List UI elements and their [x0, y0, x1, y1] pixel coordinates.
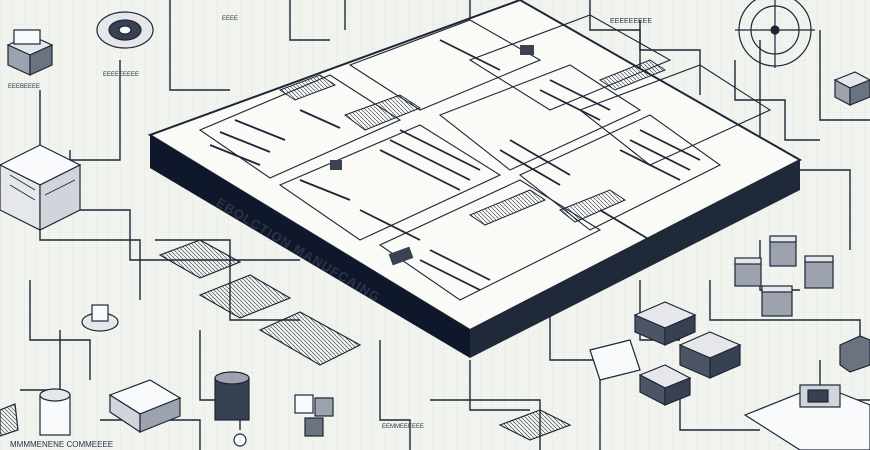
grid-module-icon — [498, 409, 572, 441]
small-server-icon-2 — [769, 235, 797, 267]
sensor-icon — [81, 304, 119, 332]
small-server-icon-4 — [761, 285, 793, 317]
floor-front-face — [150, 135, 470, 358]
enclosure-icon — [0, 144, 82, 231]
diagram-labels: EEEBEEEE EEEEEEEEE EEEE EEEEEEEEE MMMMEN… — [8, 16, 652, 449]
column-icon — [39, 388, 71, 436]
label-top-left: EEEBEEEE — [8, 84, 40, 90]
label-top-center: EEEE — [222, 16, 238, 22]
factory-floor — [147, 0, 803, 358]
cube-cluster-icon — [294, 394, 334, 437]
small-server-icon-3 — [804, 255, 834, 289]
machine-block-icon-3 — [638, 364, 692, 406]
machine-block-icon-2 — [678, 331, 742, 379]
server-rack-icon — [833, 71, 870, 106]
floor-side-face — [470, 160, 800, 358]
label-bottom-center: EEMMEEEEEE — [382, 424, 424, 430]
label-bottom-left: MMMMENENE COMMEEEE — [10, 440, 113, 449]
panel-icon-3 — [258, 311, 362, 366]
cylinder-stack-icon — [214, 371, 250, 447]
gauge-icon — [735, 0, 815, 68]
small-server-icon-1 — [734, 257, 762, 287]
workstation-icon — [6, 29, 54, 76]
label-top-right: EEEEEEEEE — [610, 18, 652, 25]
drawer-unit-icon — [108, 379, 182, 434]
server-rack-icon-2 — [839, 335, 870, 373]
rotary-machine-icon — [96, 11, 154, 49]
label-top-center-left: EEEEEEEEE — [103, 72, 139, 78]
panel-icon-1 — [158, 239, 242, 279]
monitor-icon — [743, 384, 870, 450]
panel-icon-2 — [198, 274, 292, 319]
machine-block-icon-1 — [633, 301, 697, 346]
conveyor-icon — [0, 403, 19, 437]
document-icon — [589, 339, 641, 381]
